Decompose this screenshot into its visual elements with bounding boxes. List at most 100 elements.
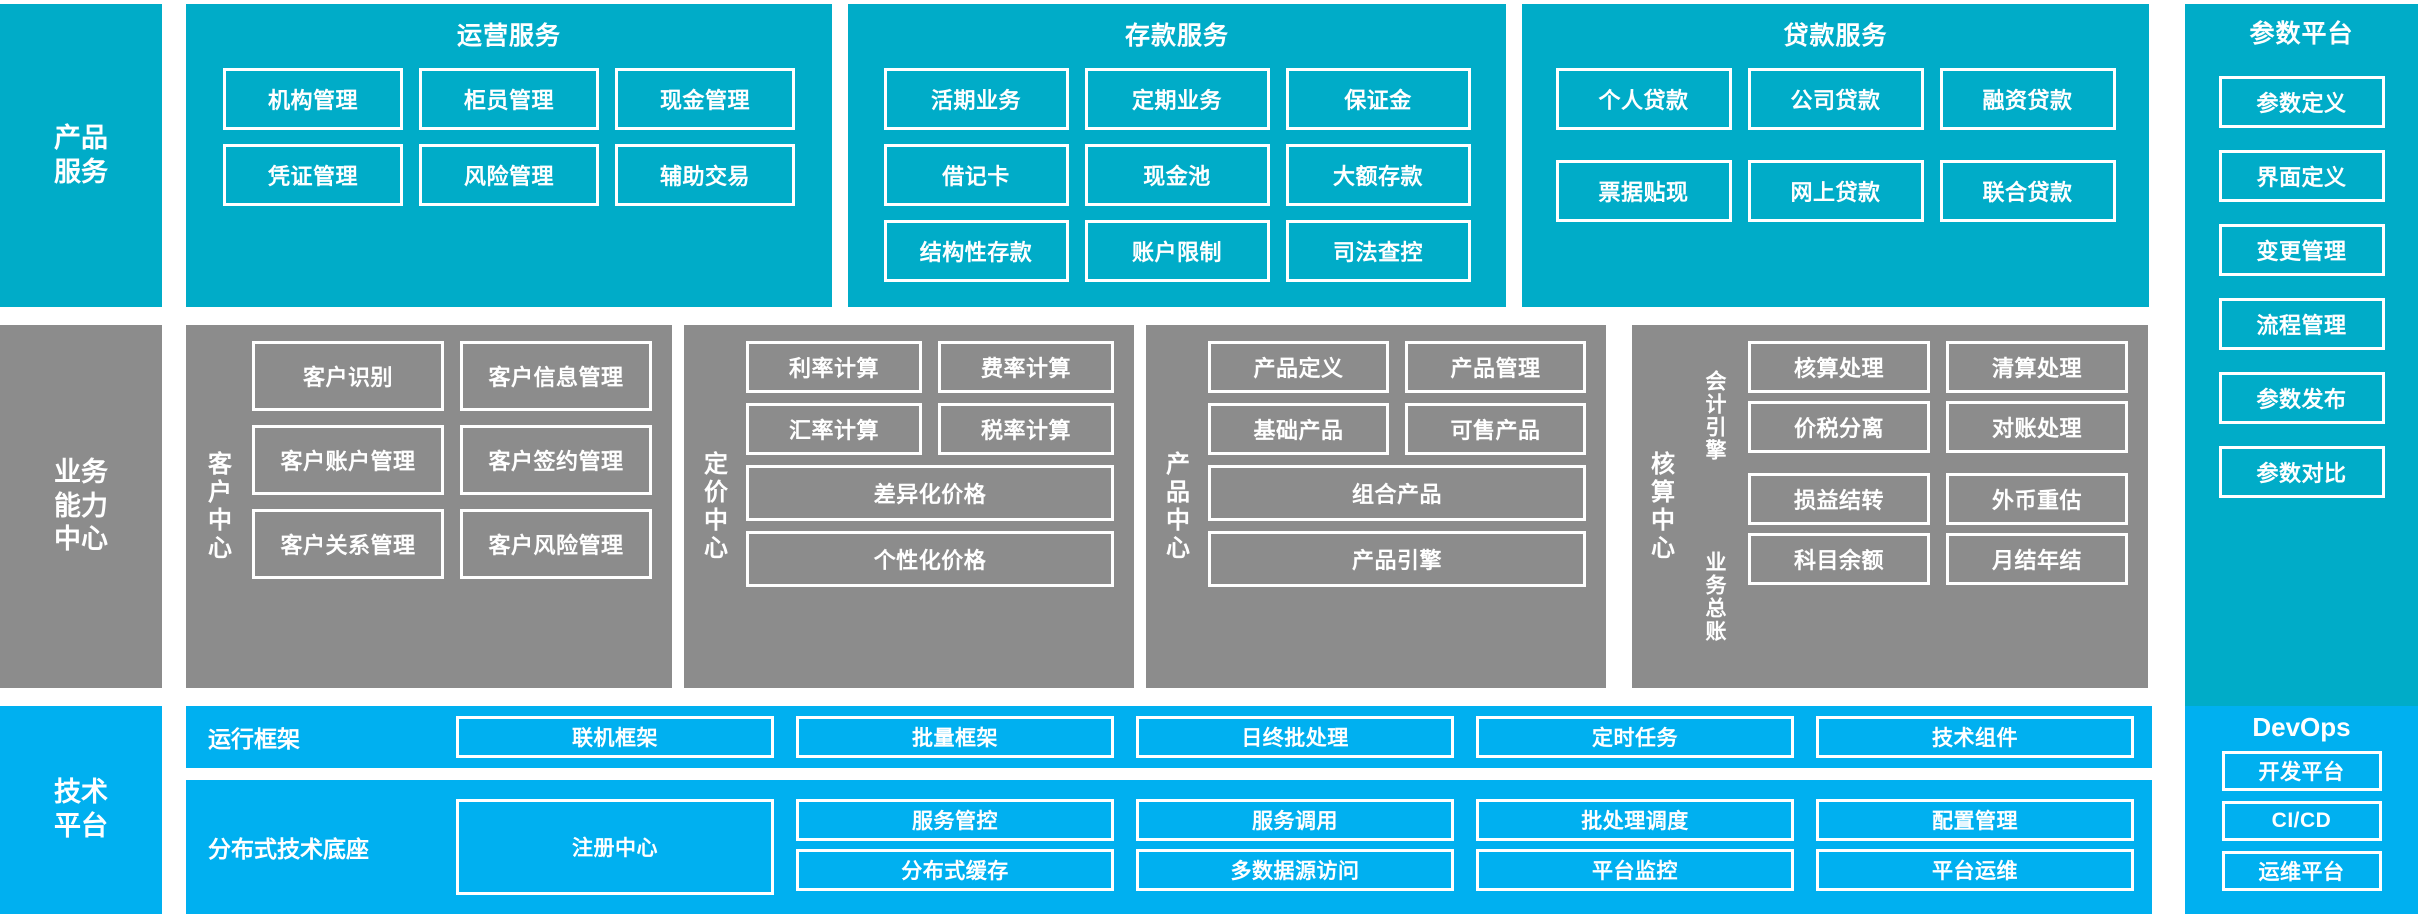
group-title-loan-service: 贷款服务 xyxy=(1783,22,1888,50)
param-item-canshu-duibi[interactable]: 参数对比 xyxy=(2218,446,2385,498)
tech-item-fenbushi-huancun[interactable]: 分布式缓存 xyxy=(796,849,1114,891)
tech-item-fuwu-guankong[interactable]: 服务管控 xyxy=(796,799,1114,841)
service-item-wangshang-daikuan[interactable]: 网上贷款 xyxy=(1747,160,1924,222)
service-item-sifa-chakong[interactable]: 司法查控 xyxy=(1285,220,1471,282)
center-pricing-row-2: 汇率计算 税率计算 xyxy=(746,403,1114,455)
center-accounting-row-1: 核算处理 清算处理 xyxy=(1748,341,2128,393)
capability-item-huilv-jisuan[interactable]: 汇率计算 xyxy=(746,403,922,455)
tech-item-piliang-kuangjia[interactable]: 批量框架 xyxy=(796,716,1114,758)
tech-band-distributed-foundation: 分布式技术底座 注册中心 服务管控 分布式缓存 服务调用 多数据源访问 批处理调… xyxy=(186,780,2152,914)
service-item-xianjinchi[interactable]: 现金池 xyxy=(1084,144,1270,206)
capability-item-kehu-fengxian-guanli[interactable]: 客户风险管理 xyxy=(460,509,652,579)
center-label-customer: 客户中心 xyxy=(203,450,231,563)
tech-foundation-col-3: 服务调用 多数据源访问 xyxy=(1136,799,1454,895)
tech-item-pingtai-jiankong[interactable]: 平台监控 xyxy=(1476,849,1794,891)
center-accounting-row-3: 损益结转 外币重估 xyxy=(1748,473,2128,525)
center-customer: 客户中心 客户识别 客户信息管理 客户账户管理 客户签约管理 客户关系管理 客户… xyxy=(186,325,672,688)
row-label-business-capability: 业务 能力 中心 xyxy=(0,325,162,688)
capability-item-chayihua-jiage[interactable]: 差异化价格 xyxy=(746,465,1114,521)
devops-column: DevOps 开发平台 CI/CD 运维平台 xyxy=(2185,706,2418,914)
capability-item-waibi-chonggu[interactable]: 外币重估 xyxy=(1946,473,2128,525)
tech-item-zhuce-zhongxin[interactable]: 注册中心 xyxy=(456,799,774,895)
service-item-gongsi-daikuan[interactable]: 公司贷款 xyxy=(1747,68,1924,130)
tech-item-peizhi-guanli[interactable]: 配置管理 xyxy=(1816,799,2134,841)
operation-service-items: 机构管理 柜员管理 现金管理 凭证管理 风险管理 辅助交易 xyxy=(186,52,832,206)
devops-item-yunwei-pingtai[interactable]: 运维平台 xyxy=(2221,851,2382,891)
tech-item-pichuli-diaodu[interactable]: 批处理调度 xyxy=(1476,799,1794,841)
capability-item-yuejie-nianjie[interactable]: 月结年结 xyxy=(1946,533,2128,585)
tech-foundation-cells: 注册中心 服务管控 分布式缓存 服务调用 多数据源访问 批处理调度 平台监控 配… xyxy=(456,799,2152,895)
service-item-lianhe-daikuan[interactable]: 联合贷款 xyxy=(1939,160,2116,222)
tech-item-rizhong-pichuli[interactable]: 日终批处理 xyxy=(1136,716,1454,758)
tech-runtime-col-4: 定时任务 xyxy=(1476,716,1794,758)
capability-item-shuilv-jisuan[interactable]: 税率计算 xyxy=(938,403,1114,455)
capability-item-keshou-chanpin[interactable]: 可售产品 xyxy=(1405,403,1586,455)
service-item-jijika[interactable]: 借记卡 xyxy=(883,144,1069,206)
capability-item-sunyi-jiezhuan[interactable]: 损益结转 xyxy=(1748,473,1930,525)
param-item-liucheng-guanli[interactable]: 流程管理 xyxy=(2218,298,2385,350)
tech-item-dingshi-renwu[interactable]: 定时任务 xyxy=(1476,716,1794,758)
tech-item-lianji-kuangjia[interactable]: 联机框架 xyxy=(456,716,774,758)
tech-band-name-foundation: 分布式技术底座 xyxy=(208,836,369,862)
param-item-jiemian-dingyi[interactable]: 界面定义 xyxy=(2218,150,2385,202)
capability-item-kehu-guanxi-guanli[interactable]: 客户关系管理 xyxy=(252,509,444,579)
capability-item-feilv-jisuan[interactable]: 费率计算 xyxy=(938,341,1114,393)
capability-item-chanpin-yinqing[interactable]: 产品引擎 xyxy=(1208,531,1586,587)
capability-item-kemu-yue[interactable]: 科目余额 xyxy=(1748,533,1930,585)
service-item-guiyuan-guanli[interactable]: 柜员管理 xyxy=(419,68,599,130)
tech-item-duoshujuyuan-fangwen[interactable]: 多数据源访问 xyxy=(1136,849,1454,891)
service-item-jigou-guanli[interactable]: 机构管理 xyxy=(223,68,403,130)
service-item-dingqi-yewu[interactable]: 定期业务 xyxy=(1084,68,1270,130)
tech-runtime-cells: 联机框架 批量框架 日终批处理 定时任务 技术组件 xyxy=(456,716,2152,758)
group-deposit-service: 存款服务 活期业务 定期业务 保证金 借记卡 现金池 大额存款 结构性存款 账户… xyxy=(848,4,1506,307)
row-label-technology-platform: 技术 平台 xyxy=(0,706,162,914)
center-pricing-row-4: 个性化价格 xyxy=(746,531,1114,587)
service-item-pingzheng-guanli[interactable]: 凭证管理 xyxy=(223,144,403,206)
center-product-row-3: 组合产品 xyxy=(1208,465,1586,521)
service-item-xianjin-guanli[interactable]: 现金管理 xyxy=(615,68,795,130)
service-item-fengxian-guanli[interactable]: 风险管理 xyxy=(419,144,599,206)
capability-item-chanpin-guanli[interactable]: 产品管理 xyxy=(1405,341,1586,393)
service-item-piaoju-tiexian[interactable]: 票据贴现 xyxy=(1555,160,1732,222)
tech-band-name-runtime: 运行框架 xyxy=(208,726,300,752)
service-item-geren-daikuan[interactable]: 个人贷款 xyxy=(1555,68,1732,130)
param-item-canshu-dingyi[interactable]: 参数定义 xyxy=(2218,76,2385,128)
center-pricing-body: 利率计算 费率计算 汇率计算 税率计算 差异化价格 个性化价格 xyxy=(742,325,1134,688)
tech-item-jishu-zujian[interactable]: 技术组件 xyxy=(1816,716,2134,758)
capability-item-chanpin-dingyi[interactable]: 产品定义 xyxy=(1208,341,1389,393)
tech-runtime-col-1: 联机框架 xyxy=(456,716,774,758)
center-product-row-4: 产品引擎 xyxy=(1208,531,1586,587)
service-item-fuzhu-jiaoyi[interactable]: 辅助交易 xyxy=(615,144,795,206)
capability-item-hesuan-chuli[interactable]: 核算处理 xyxy=(1748,341,1930,393)
service-item-rongzi-daikuan[interactable]: 融资贷款 xyxy=(1939,68,2116,130)
devops-item-kaifa-pingtai[interactable]: 开发平台 xyxy=(2221,751,2382,791)
devops-item-cicd[interactable]: CI/CD xyxy=(2221,801,2382,841)
center-accounting-row-4: 科目余额 月结年结 xyxy=(1748,533,2128,585)
capability-item-kehu-shibie[interactable]: 客户识别 xyxy=(252,341,444,411)
tech-item-fuwu-diaoyong[interactable]: 服务调用 xyxy=(1136,799,1454,841)
capability-item-zuhe-chanpin[interactable]: 组合产品 xyxy=(1208,465,1586,521)
group-loan-service: 贷款服务 个人贷款 公司贷款 融资贷款 票据贴现 网上贷款 联合贷款 xyxy=(1522,4,2149,307)
capability-item-duizhang-chuli[interactable]: 对账处理 xyxy=(1946,401,2128,453)
service-item-zhanghu-xianzhi[interactable]: 账户限制 xyxy=(1084,220,1270,282)
loan-service-items: 个人贷款 公司贷款 融资贷款 票据贴现 网上贷款 联合贷款 xyxy=(1522,52,2149,222)
service-item-huoqi-yewu[interactable]: 活期业务 xyxy=(883,68,1069,130)
group-operation-service: 运营服务 机构管理 柜员管理 现金管理 凭证管理 风险管理 辅助交易 xyxy=(186,4,832,307)
capability-item-lilv-jisuan[interactable]: 利率计算 xyxy=(746,341,922,393)
capability-item-kehu-qianyue-guanli[interactable]: 客户签约管理 xyxy=(460,425,652,495)
capability-item-jiashui-fenli[interactable]: 价税分离 xyxy=(1748,401,1930,453)
center-sublabel-accounting-engine: 会计引擎 xyxy=(1703,369,1726,462)
service-item-dae-cunkuan[interactable]: 大额存款 xyxy=(1285,144,1471,206)
capability-item-kehu-xinxi-guanli[interactable]: 客户信息管理 xyxy=(460,341,652,411)
tech-item-pingtai-yunwei[interactable]: 平台运维 xyxy=(1816,849,2134,891)
tech-foundation-col-1: 注册中心 xyxy=(456,799,774,895)
capability-item-gexinghua-jiage[interactable]: 个性化价格 xyxy=(746,531,1114,587)
technology-platform-row: 技术 平台 运行框架 联机框架 批量框架 日终批处理 定时任务 xyxy=(0,700,2423,919)
capability-item-kehu-zhanghu-guanli[interactable]: 客户账户管理 xyxy=(252,425,444,495)
param-item-canshu-fabu[interactable]: 参数发布 xyxy=(2218,372,2385,424)
capability-item-qingsuan-chuli[interactable]: 清算处理 xyxy=(1946,341,2128,393)
service-item-jiegouxing-cunkuan[interactable]: 结构性存款 xyxy=(883,220,1069,282)
service-item-baozhengjin[interactable]: 保证金 xyxy=(1285,68,1471,130)
param-item-biangeng-guanli[interactable]: 变更管理 xyxy=(2218,224,2385,276)
capability-item-jichu-chanpin[interactable]: 基础产品 xyxy=(1208,403,1389,455)
